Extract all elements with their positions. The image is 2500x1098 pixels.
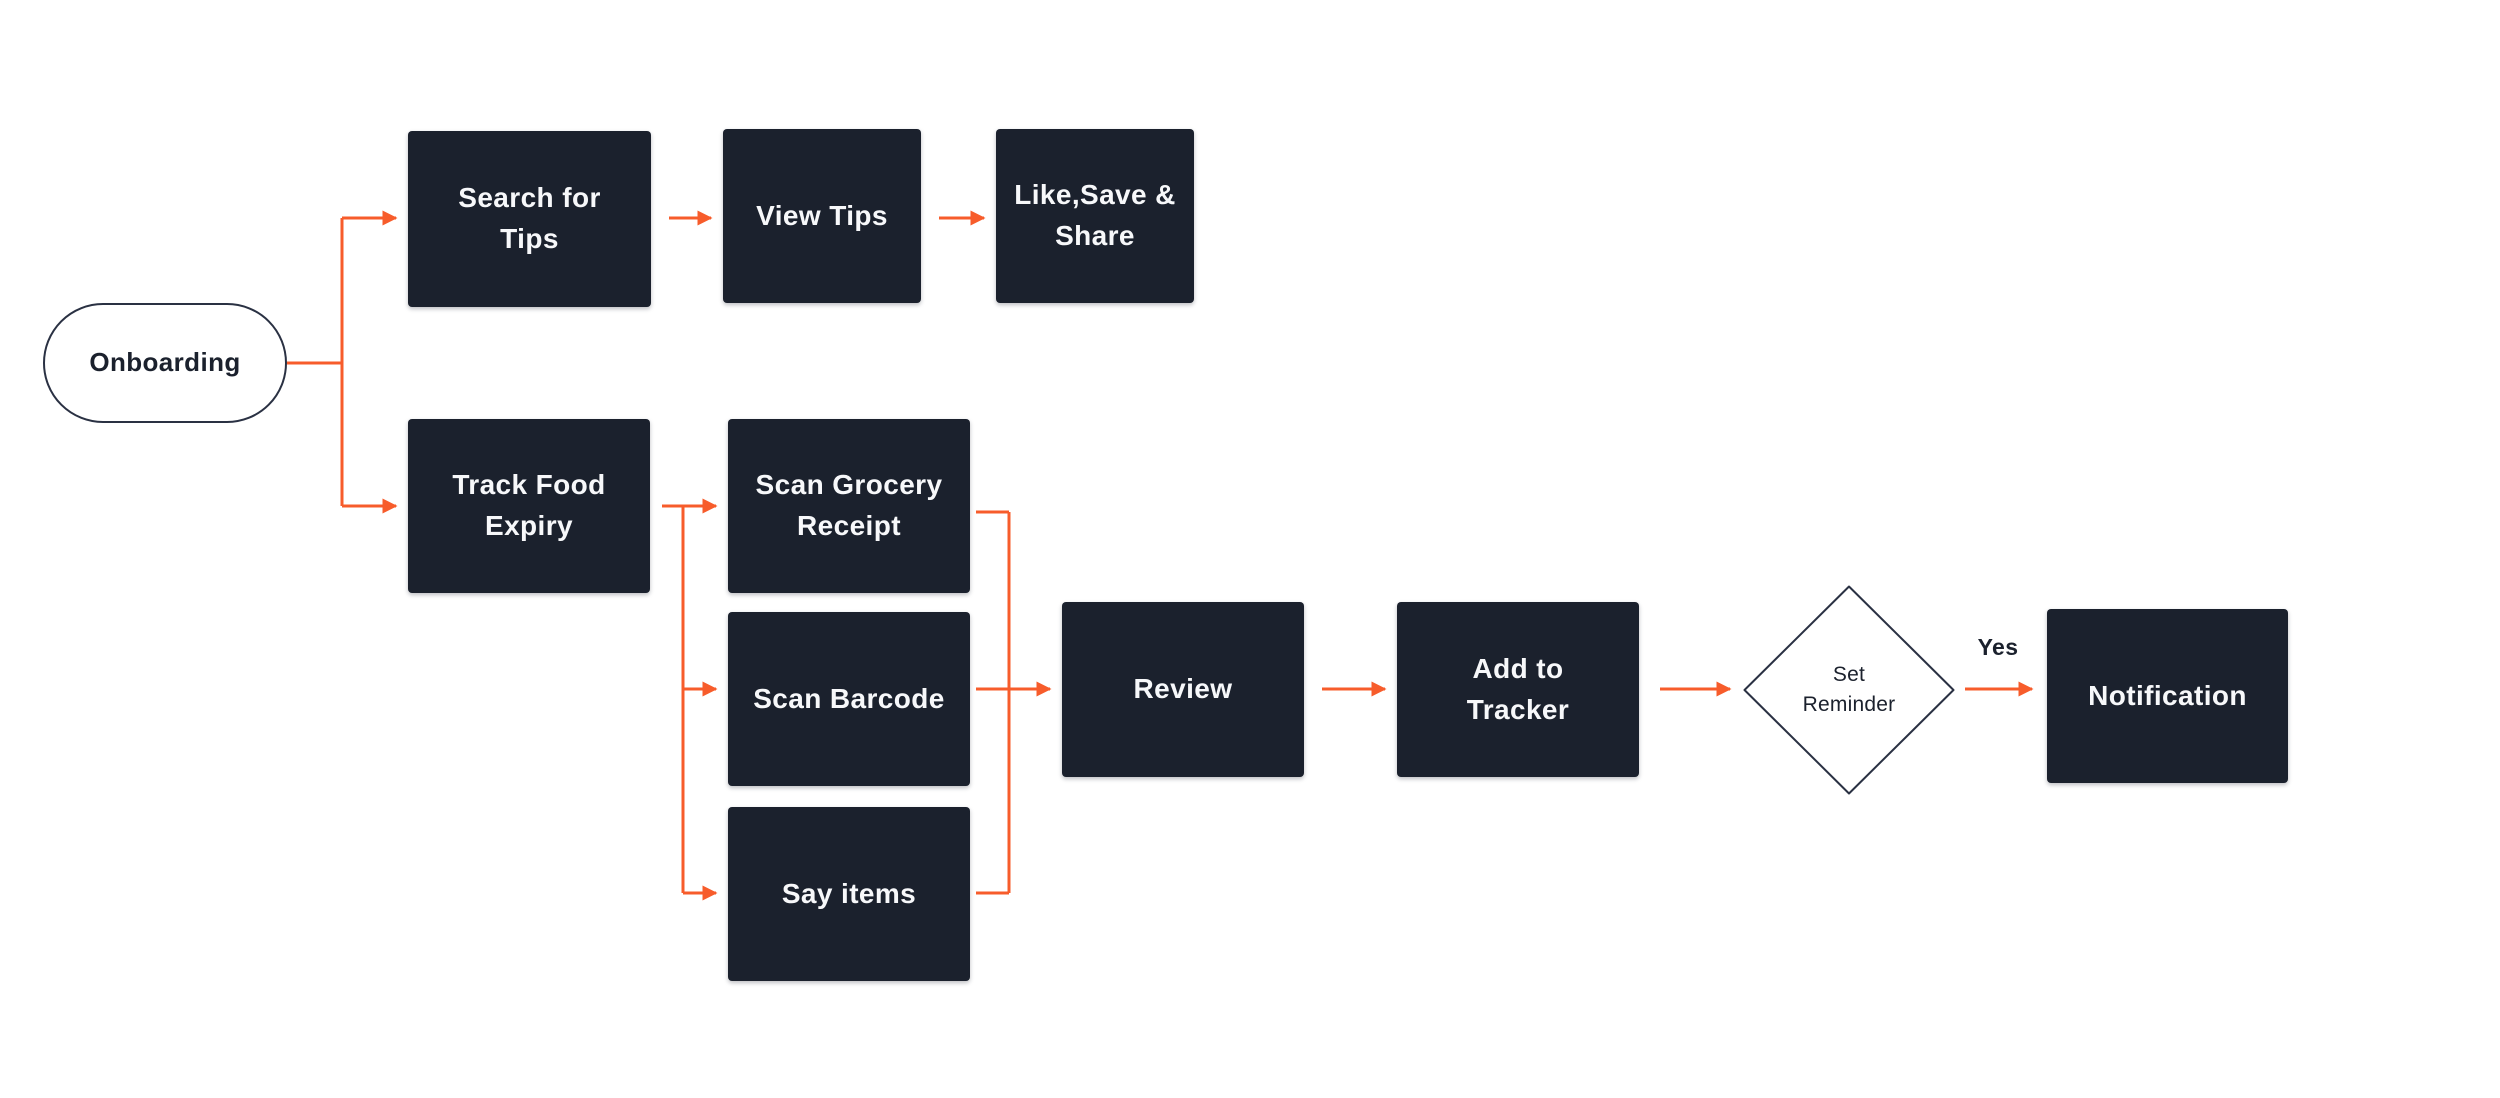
node-say-items-label: Say items xyxy=(781,877,917,909)
node-scan-grocery-receipt-label: Scan Grocery Receipt xyxy=(755,469,943,541)
node-say-items[interactable]: Say items xyxy=(728,807,970,981)
node-onboarding[interactable]: Onboarding xyxy=(43,303,287,423)
node-view-tips-label: View Tips xyxy=(756,199,888,231)
node-track-food-expiry[interactable]: Track Food Expiry xyxy=(408,419,650,593)
node-view-tips[interactable]: View Tips xyxy=(723,129,921,303)
node-like-save-share[interactable]: Like,Save & Share xyxy=(996,129,1194,303)
node-track-food-expiry-label: Track Food Expiry xyxy=(452,469,606,541)
node-search-for-tips-label: Search for Tips xyxy=(458,182,601,254)
node-review-label: Review xyxy=(1133,673,1233,705)
node-search-for-tips[interactable]: Search for Tips xyxy=(408,131,651,307)
node-scan-grocery-receipt[interactable]: Scan Grocery Receipt xyxy=(728,419,970,593)
node-add-to-tracker[interactable]: Add to Tracker xyxy=(1397,602,1639,777)
node-notification-label: Notification xyxy=(2088,679,2247,711)
node-like-save-share-label: Like,Save & Share xyxy=(1014,179,1176,251)
node-add-to-tracker-label: Add to Tracker xyxy=(1466,652,1570,725)
edge-label-yes: Yes xyxy=(1977,634,2019,660)
decision-diamond-shape xyxy=(1743,585,1955,795)
node-notification[interactable]: Notification xyxy=(2047,609,2288,783)
node-scan-barcode[interactable]: Scan Barcode xyxy=(728,612,970,786)
node-onboarding-label: Onboarding xyxy=(89,347,241,378)
node-scan-barcode-label: Scan Barcode xyxy=(753,682,945,714)
node-set-reminder[interactable]: Set Reminder xyxy=(1743,585,1955,795)
node-set-reminder-label: Set Reminder xyxy=(1802,662,1896,716)
node-review[interactable]: Review xyxy=(1062,602,1304,777)
